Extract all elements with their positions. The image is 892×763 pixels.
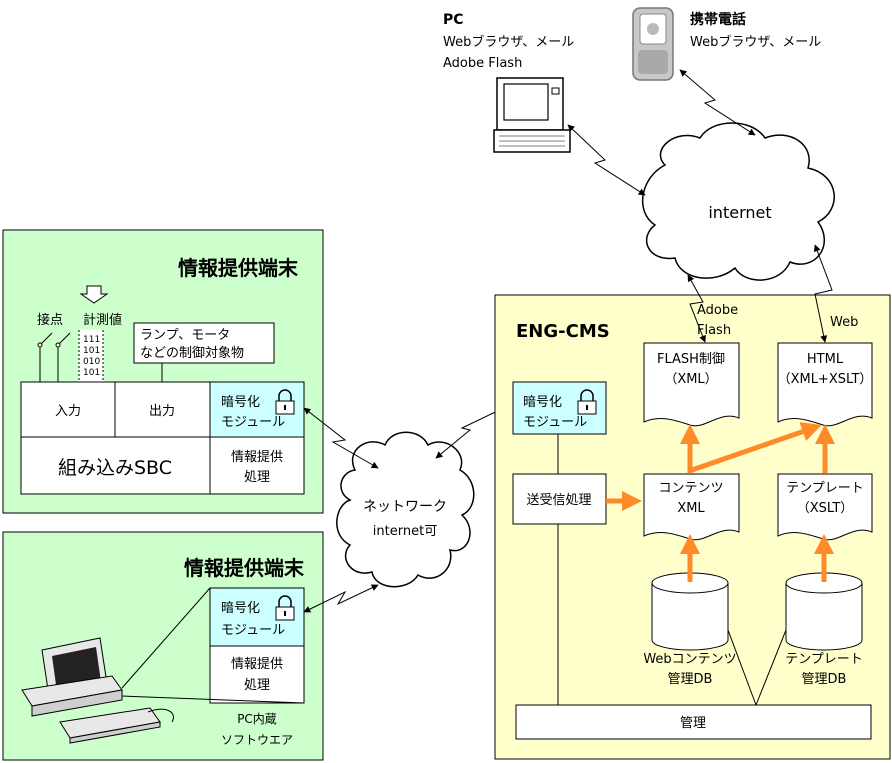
terminal2-crypto-line2: モジュール bbox=[221, 623, 285, 638]
phone-line1: Webブラウザ、メール bbox=[690, 34, 821, 50]
terminal1-title: 情報提供端末 bbox=[178, 256, 299, 280]
lamp-line2: などの制御対象物 bbox=[140, 346, 244, 361]
terminal1-crypto-line2: モジュール bbox=[221, 415, 285, 430]
pc-line1: Webブラウザ、メール bbox=[443, 34, 574, 50]
flash-internet-link bbox=[687, 274, 706, 343]
phone-internet-link bbox=[679, 69, 756, 136]
binary-1: 101 bbox=[83, 346, 100, 356]
mobile-client: 携帯電話 Webブラウザ、メール bbox=[632, 7, 821, 81]
internet-cloud: internet bbox=[641, 122, 835, 281]
terminal2-panel: 情報提供端末 暗号化 モジュール 情報提供 処理 PC内蔵 ソフトウエア bbox=[2, 531, 324, 761]
binary-3: 101 bbox=[83, 368, 100, 378]
terminal1-info-line1: 情報提供 bbox=[231, 449, 283, 465]
pc-internal-line2: ソフトウエア bbox=[221, 733, 293, 747]
switch-contact-icon bbox=[37, 332, 71, 382]
network-line1: ネットワーク bbox=[363, 499, 447, 515]
db1-line1: Webコンテンツ bbox=[643, 652, 736, 667]
pc-line2: Adobe Flash bbox=[443, 56, 522, 71]
terminal1-panel: 情報提供端末 接点 計測値 111 101 010 101 ランプ、モータ など… bbox=[2, 229, 324, 514]
admin-box bbox=[515, 704, 872, 740]
cms-crypto-line1: 暗号化 bbox=[523, 395, 562, 410]
pc-client: PC Webブラウザ、メール Adobe Flash bbox=[443, 12, 574, 153]
phone-title: 携帯電話 bbox=[690, 11, 746, 28]
db1-line2: 管理DB bbox=[668, 672, 713, 687]
cms-panel: ENG-CMS 暗号化 モジュール 送受信処理 Adobe Flash Web … bbox=[494, 244, 891, 760]
contact-label: 接点 bbox=[37, 312, 63, 328]
binary-0: 111 bbox=[83, 335, 100, 345]
flash-line2: （XML） bbox=[664, 372, 717, 387]
internet-label: internet bbox=[708, 203, 771, 222]
pc-internal-line1: PC内蔵 bbox=[237, 712, 277, 726]
cms-crypto-line2: モジュール bbox=[523, 415, 587, 430]
admin-label: 管理 bbox=[680, 716, 706, 731]
mobile-phone-icon bbox=[632, 7, 674, 81]
terminal2-title: 情報提供端末 bbox=[184, 556, 305, 580]
input-arrow-icon bbox=[79, 285, 109, 304]
web-label: Web bbox=[830, 315, 858, 330]
measure-label: 計測値 bbox=[83, 312, 122, 328]
network-cloud: ネットワーク internet可 bbox=[336, 431, 475, 588]
terminal2-info-line1: 情報提供 bbox=[231, 656, 283, 672]
flash-line1: FLASH制御 bbox=[657, 352, 725, 367]
content-line2: XML bbox=[677, 501, 705, 516]
template-db-cylinder bbox=[785, 572, 863, 651]
terminal2-info-box bbox=[209, 645, 305, 704]
terminal1-info-line2: 処理 bbox=[244, 470, 270, 485]
terminal2-info-line2: 処理 bbox=[244, 678, 270, 693]
lamp-box bbox=[133, 322, 275, 364]
laptop-icon bbox=[493, 77, 571, 153]
lock-icon bbox=[275, 389, 295, 415]
sbc-label: 組み込みSBC bbox=[58, 457, 172, 479]
html-line2: （XML+XSLT） bbox=[778, 372, 873, 387]
terminal1-network-link bbox=[303, 407, 379, 469]
terminal2-crypto-line1: 暗号化 bbox=[221, 601, 260, 616]
network-line2: internet可 bbox=[373, 524, 437, 539]
content-to-html-arrow bbox=[691, 422, 822, 473]
content-db-cylinder bbox=[651, 572, 729, 651]
output-label: 出力 bbox=[149, 404, 175, 419]
template-line1: テンプレート bbox=[786, 481, 864, 496]
pc-internet-link bbox=[567, 124, 646, 196]
adobe-line1: Adobe bbox=[697, 303, 738, 318]
lock-icon bbox=[275, 595, 295, 621]
binary-strip bbox=[78, 329, 104, 383]
html-line1: HTML bbox=[807, 352, 844, 367]
lock-icon bbox=[577, 389, 597, 415]
template-line2: （XSLT） bbox=[797, 501, 854, 516]
terminal1-crypto-line1: 暗号化 bbox=[221, 395, 260, 410]
cms-title: ENG-CMS bbox=[516, 321, 610, 342]
data-flow-arrows bbox=[606, 422, 835, 582]
transceive-label: 送受信処理 bbox=[526, 493, 591, 508]
lamp-line1: ランプ、モータ bbox=[140, 328, 230, 343]
terminal2-network-link bbox=[303, 584, 379, 613]
html-internet-link bbox=[813, 244, 833, 343]
binary-2: 010 bbox=[83, 357, 100, 367]
pc-title: PC bbox=[443, 12, 464, 28]
db2-line1: テンプレート bbox=[785, 652, 863, 667]
db2-line2: 管理DB bbox=[802, 672, 847, 687]
input-label: 入力 bbox=[55, 404, 81, 419]
content-line1: コンテンツ bbox=[658, 481, 723, 496]
desktop-pc-icon bbox=[21, 637, 174, 744]
network-cms-link bbox=[435, 404, 511, 459]
